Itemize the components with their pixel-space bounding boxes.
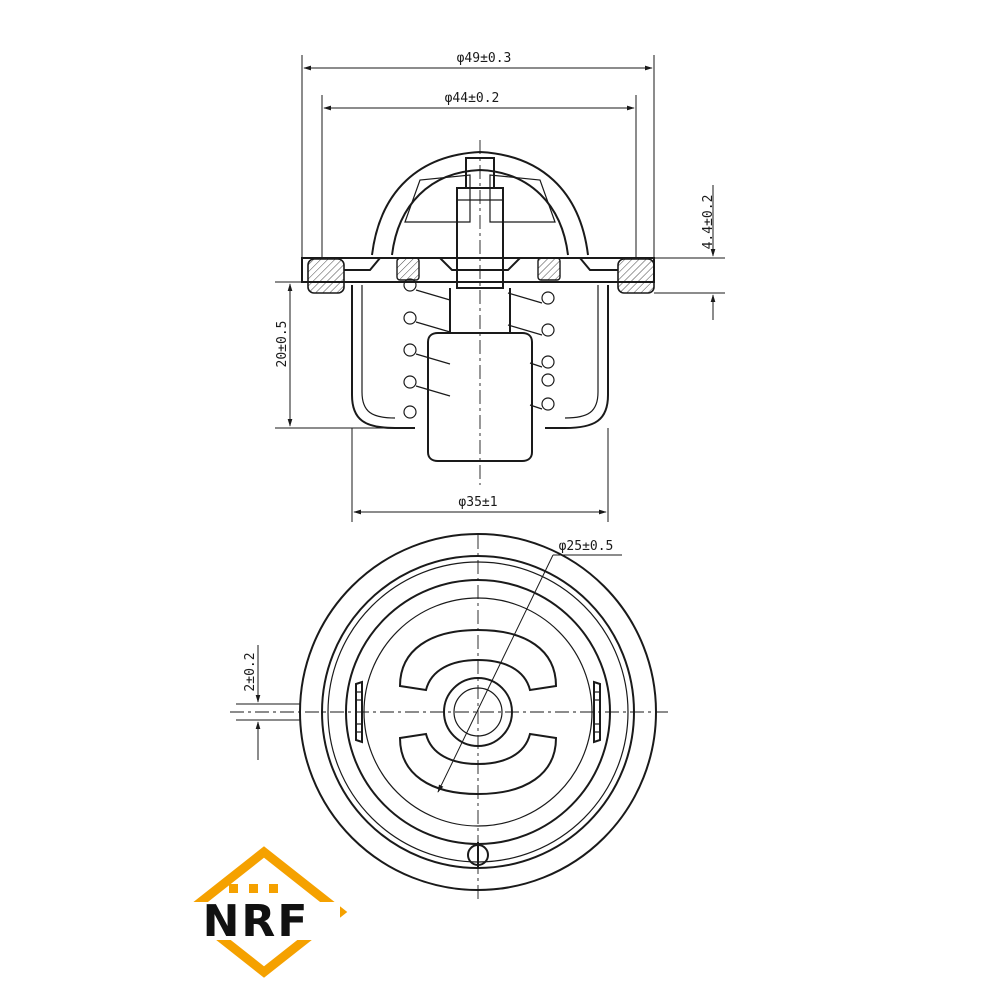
body-right-inner [564, 285, 599, 419]
dim-body-diameter: φ35±1 [351, 428, 609, 522]
dim-valve-diameter: φ25±0.5 [437, 539, 622, 793]
dome-window-right [489, 174, 556, 223]
bridge-window-top [398, 628, 558, 692]
dim-seal-label: φ44±0.2 [445, 91, 500, 106]
dome-window-left [404, 174, 471, 223]
outer-flange-ring [299, 533, 657, 891]
dim-offset: 2±0.2 [236, 645, 300, 760]
flange-profile [344, 257, 618, 271]
dim-flange-outer: φ49±0.3 [301, 51, 655, 258]
dim-flange-thickness-label: 4.4±0.2 [701, 195, 716, 250]
logo-diamond [180, 846, 348, 978]
wax-pellet [427, 332, 533, 462]
seal-left [307, 258, 345, 294]
seal-right [617, 258, 655, 294]
dim-flange-outer-label: φ49±0.3 [457, 51, 512, 66]
dim-body-height: 20±0.5 [275, 281, 415, 429]
dim-valve-diameter-label: φ25±0.5 [559, 539, 614, 554]
central-boss [443, 677, 513, 747]
logo-dot-1 [229, 884, 238, 893]
bridge-window-bottom [398, 732, 558, 796]
logo-dot-2 [249, 884, 258, 893]
side-view: φ49±0.3 φ44±0.2 4.4±0.2 20±0.5 [275, 51, 725, 522]
central-boss-inner [453, 687, 503, 737]
inner-seal-right [537, 257, 561, 281]
spring-left [403, 278, 451, 419]
dim-flange-thickness: 4.4±0.2 [654, 185, 725, 320]
body-left-inner [361, 285, 396, 419]
top-view: φ25±0.5 2±0.2 [230, 533, 668, 900]
dim-seal: φ44±0.2 [321, 91, 637, 258]
dim-offset-label: 2±0.2 [243, 652, 258, 691]
dome-outer [371, 150, 589, 256]
frame-ring-inner [363, 597, 593, 827]
spring-right [507, 291, 555, 411]
side-tab-right [593, 680, 601, 744]
dome-inner [391, 168, 569, 256]
logo-dot-3 [269, 884, 278, 893]
dim-body-height-label: 20±0.5 [275, 321, 290, 368]
inner-seal-left [396, 257, 420, 281]
logo-text-backing [172, 902, 340, 940]
logo-text: NRF [203, 896, 310, 947]
nrf-logo: NRF [172, 846, 348, 978]
dim-body-diameter-label: φ35±1 [458, 495, 497, 510]
stem [456, 187, 504, 289]
body-right [545, 285, 609, 429]
side-tab-left [355, 680, 363, 744]
